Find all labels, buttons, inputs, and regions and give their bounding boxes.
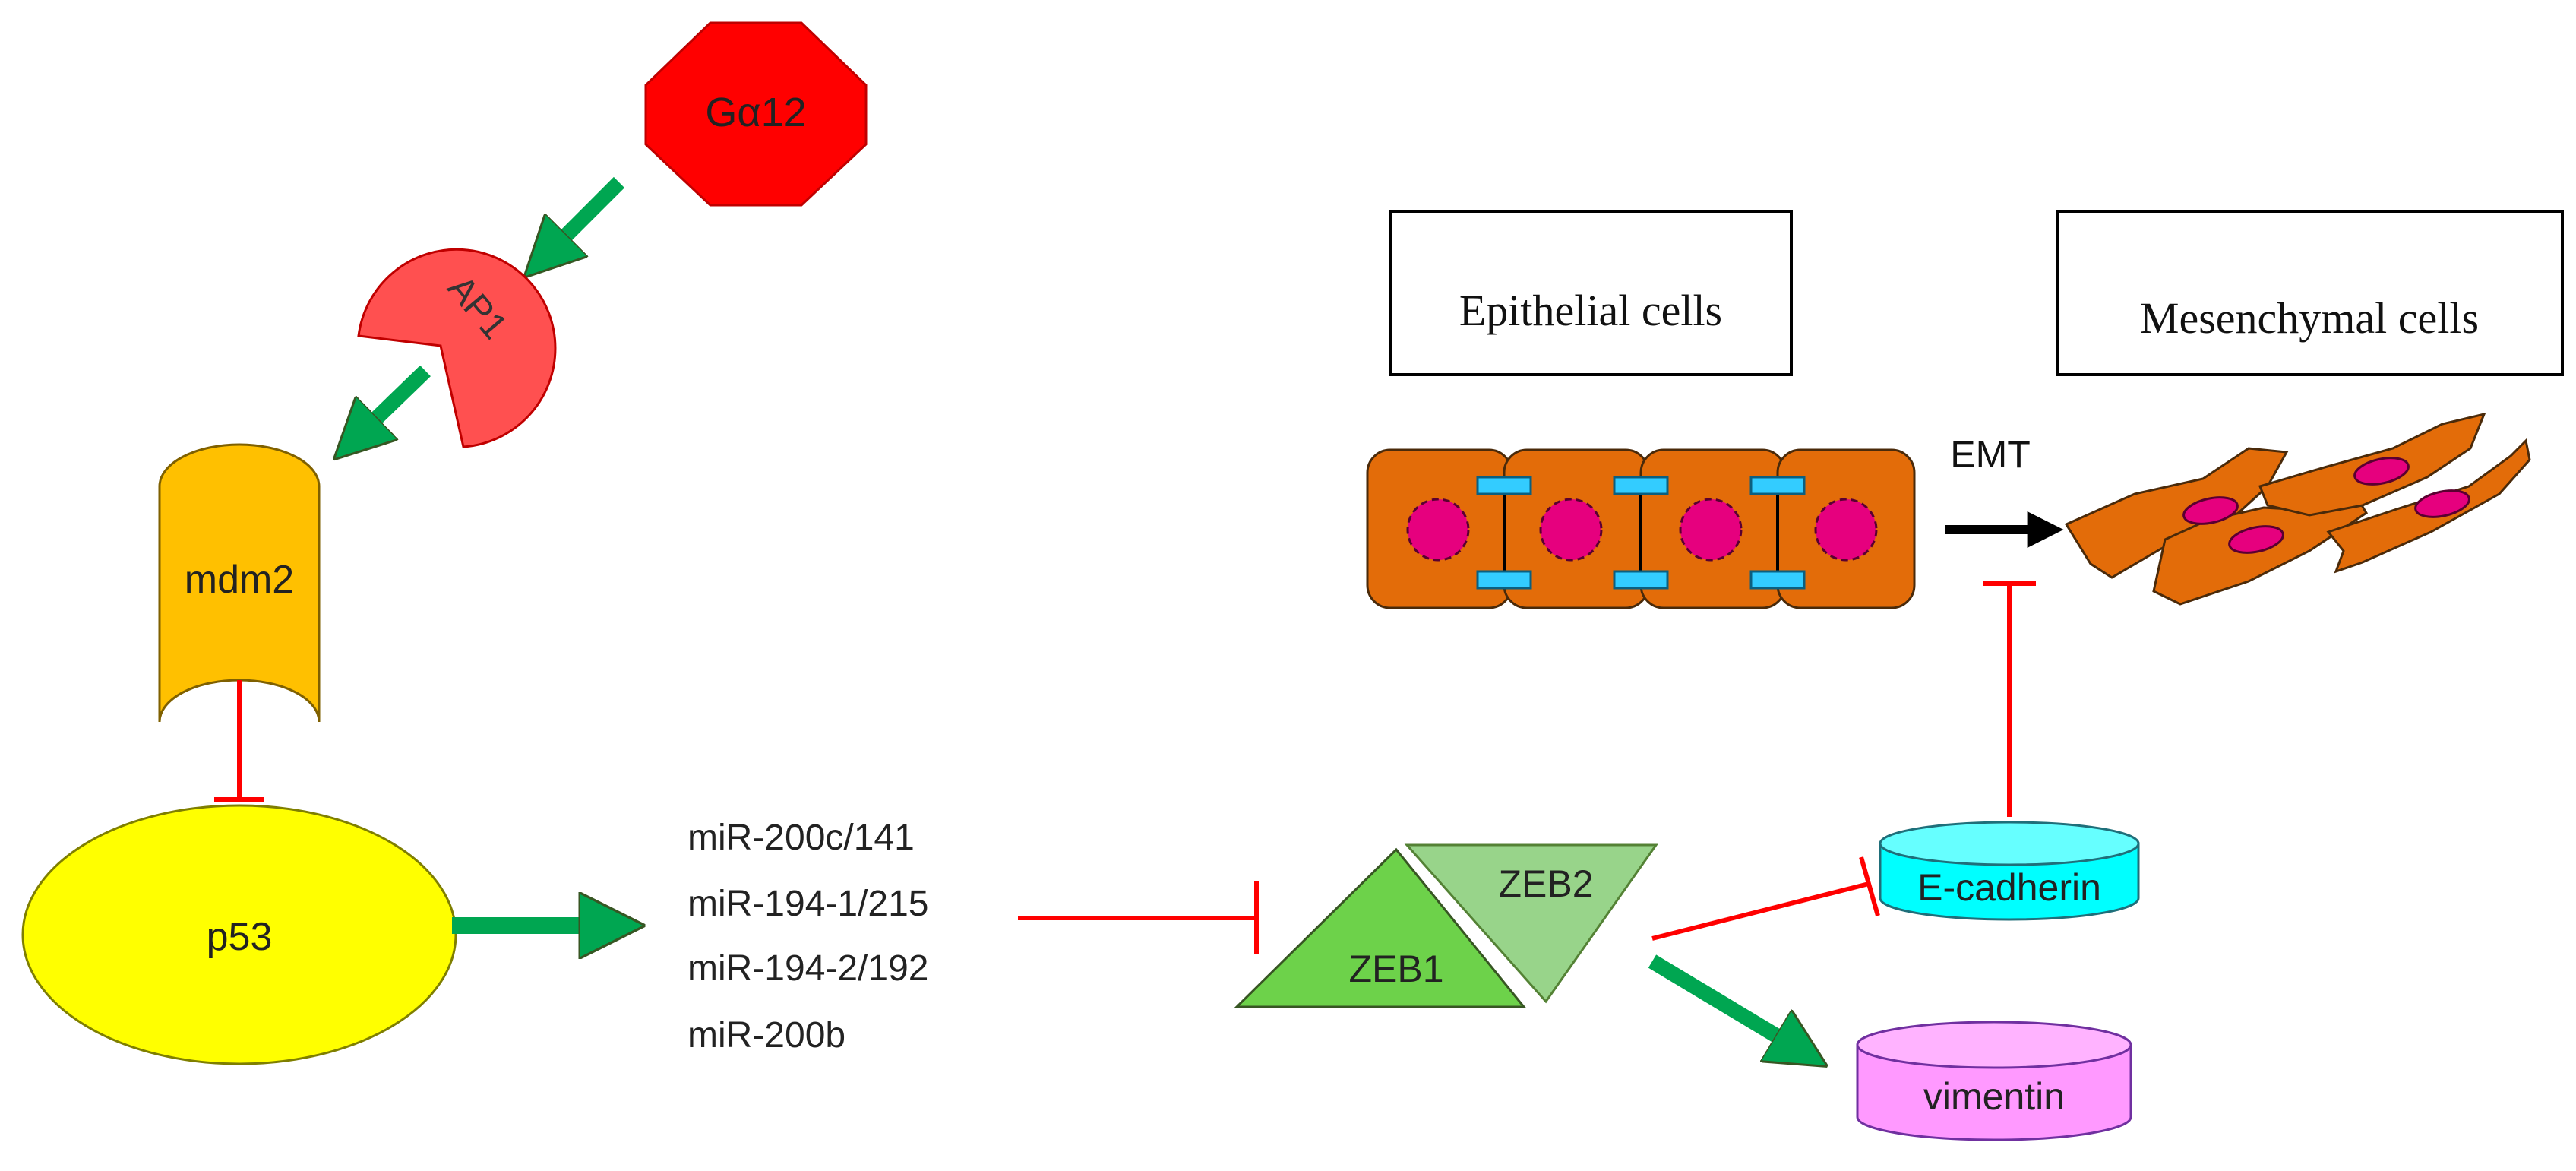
epithelial-nucleus [1406, 498, 1470, 562]
ap1-shape [357, 248, 557, 448]
epithelial-cells-label: Epithelial cells [1459, 286, 1722, 335]
inhibit-mirnas-to-zeb [1018, 881, 1259, 954]
galpha12-shape [644, 21, 868, 207]
junction [1476, 570, 1532, 590]
mirna-item: miR-200b [687, 1015, 845, 1055]
galpha12-label: Gα12 [705, 90, 806, 135]
inhibit-ecadherin-to-emt [1983, 581, 2036, 817]
zeb2-node: ZEB2 [1404, 843, 1658, 1004]
arrow-zeb-to-vimentin [1648, 954, 1804, 1052]
junction [1749, 476, 1806, 495]
galpha12-node: Gα12 [644, 21, 868, 207]
p53-shape [21, 804, 457, 1065]
inhibit-zeb-to-ecadherin [1651, 856, 1880, 941]
mirna-item: miR-200c/141 [687, 818, 915, 858]
arrow-galpha12-to-ap1 [543, 176, 625, 258]
mesenchymal-nucleus [2228, 525, 2284, 554]
mesenchymal-nucleus [2353, 457, 2410, 486]
mesenchymal-cells [2064, 412, 2531, 606]
zeb2-shape [1404, 843, 1658, 1004]
ap1-node: AP1 [357, 248, 557, 448]
vimentin-node: vimentin [1856, 1021, 2132, 1141]
mesenchymal-cells-label: Mesenchymal cells [2140, 293, 2479, 343]
zeb2-label: ZEB2 [1498, 862, 1593, 905]
epithelial-cells-box: Epithelial cells [1389, 210, 1793, 376]
epithelial-cell-sheet [1366, 448, 1916, 609]
junction [1613, 476, 1669, 495]
vimentin-top [1856, 1021, 2132, 1069]
mirna-list: miR-200c/141 miR-194-1/215 miR-194-2/192… [687, 818, 928, 1055]
zeb1-node: ZEB1 [1234, 847, 1527, 1008]
p53-label: p53 [207, 915, 273, 959]
mesenchymal-nucleus [2182, 496, 2239, 525]
zeb1-label: ZEB1 [1348, 948, 1443, 990]
mesenchymal-cells-box: Mesenchymal cells [2056, 210, 2564, 376]
mdm2-shape [158, 443, 321, 723]
inhibit-mdm2-to-p53 [214, 680, 264, 802]
emt-label: EMT [1950, 433, 2031, 476]
junction [1613, 570, 1669, 590]
mirna-item: miR-194-2/192 [687, 948, 928, 989]
mdm2-label: mdm2 [185, 558, 294, 602]
ecadherin-node: E-cadherin [1879, 821, 2140, 921]
vimentin-body [1856, 1043, 2132, 1141]
mirna-item: miR-194-1/215 [687, 884, 928, 924]
junction [1476, 476, 1532, 495]
epithelial-nucleus [1539, 498, 1603, 562]
ecadherin-label: E-cadherin [1917, 866, 2101, 909]
mesenchymal-nucleus [2414, 489, 2470, 518]
mdm2-node: mdm2 [158, 443, 321, 723]
zeb1-shape [1234, 847, 1527, 1008]
arrow-ap1-to-mdm2 [353, 365, 431, 441]
ecadherin-top [1879, 821, 2140, 866]
epithelial-nucleus [1679, 498, 1743, 562]
junction [1749, 570, 1806, 590]
vimentin-label: vimentin [1923, 1075, 2065, 1118]
epithelial-nucleus [1814, 498, 1878, 562]
p53-node: p53 [21, 804, 457, 1065]
